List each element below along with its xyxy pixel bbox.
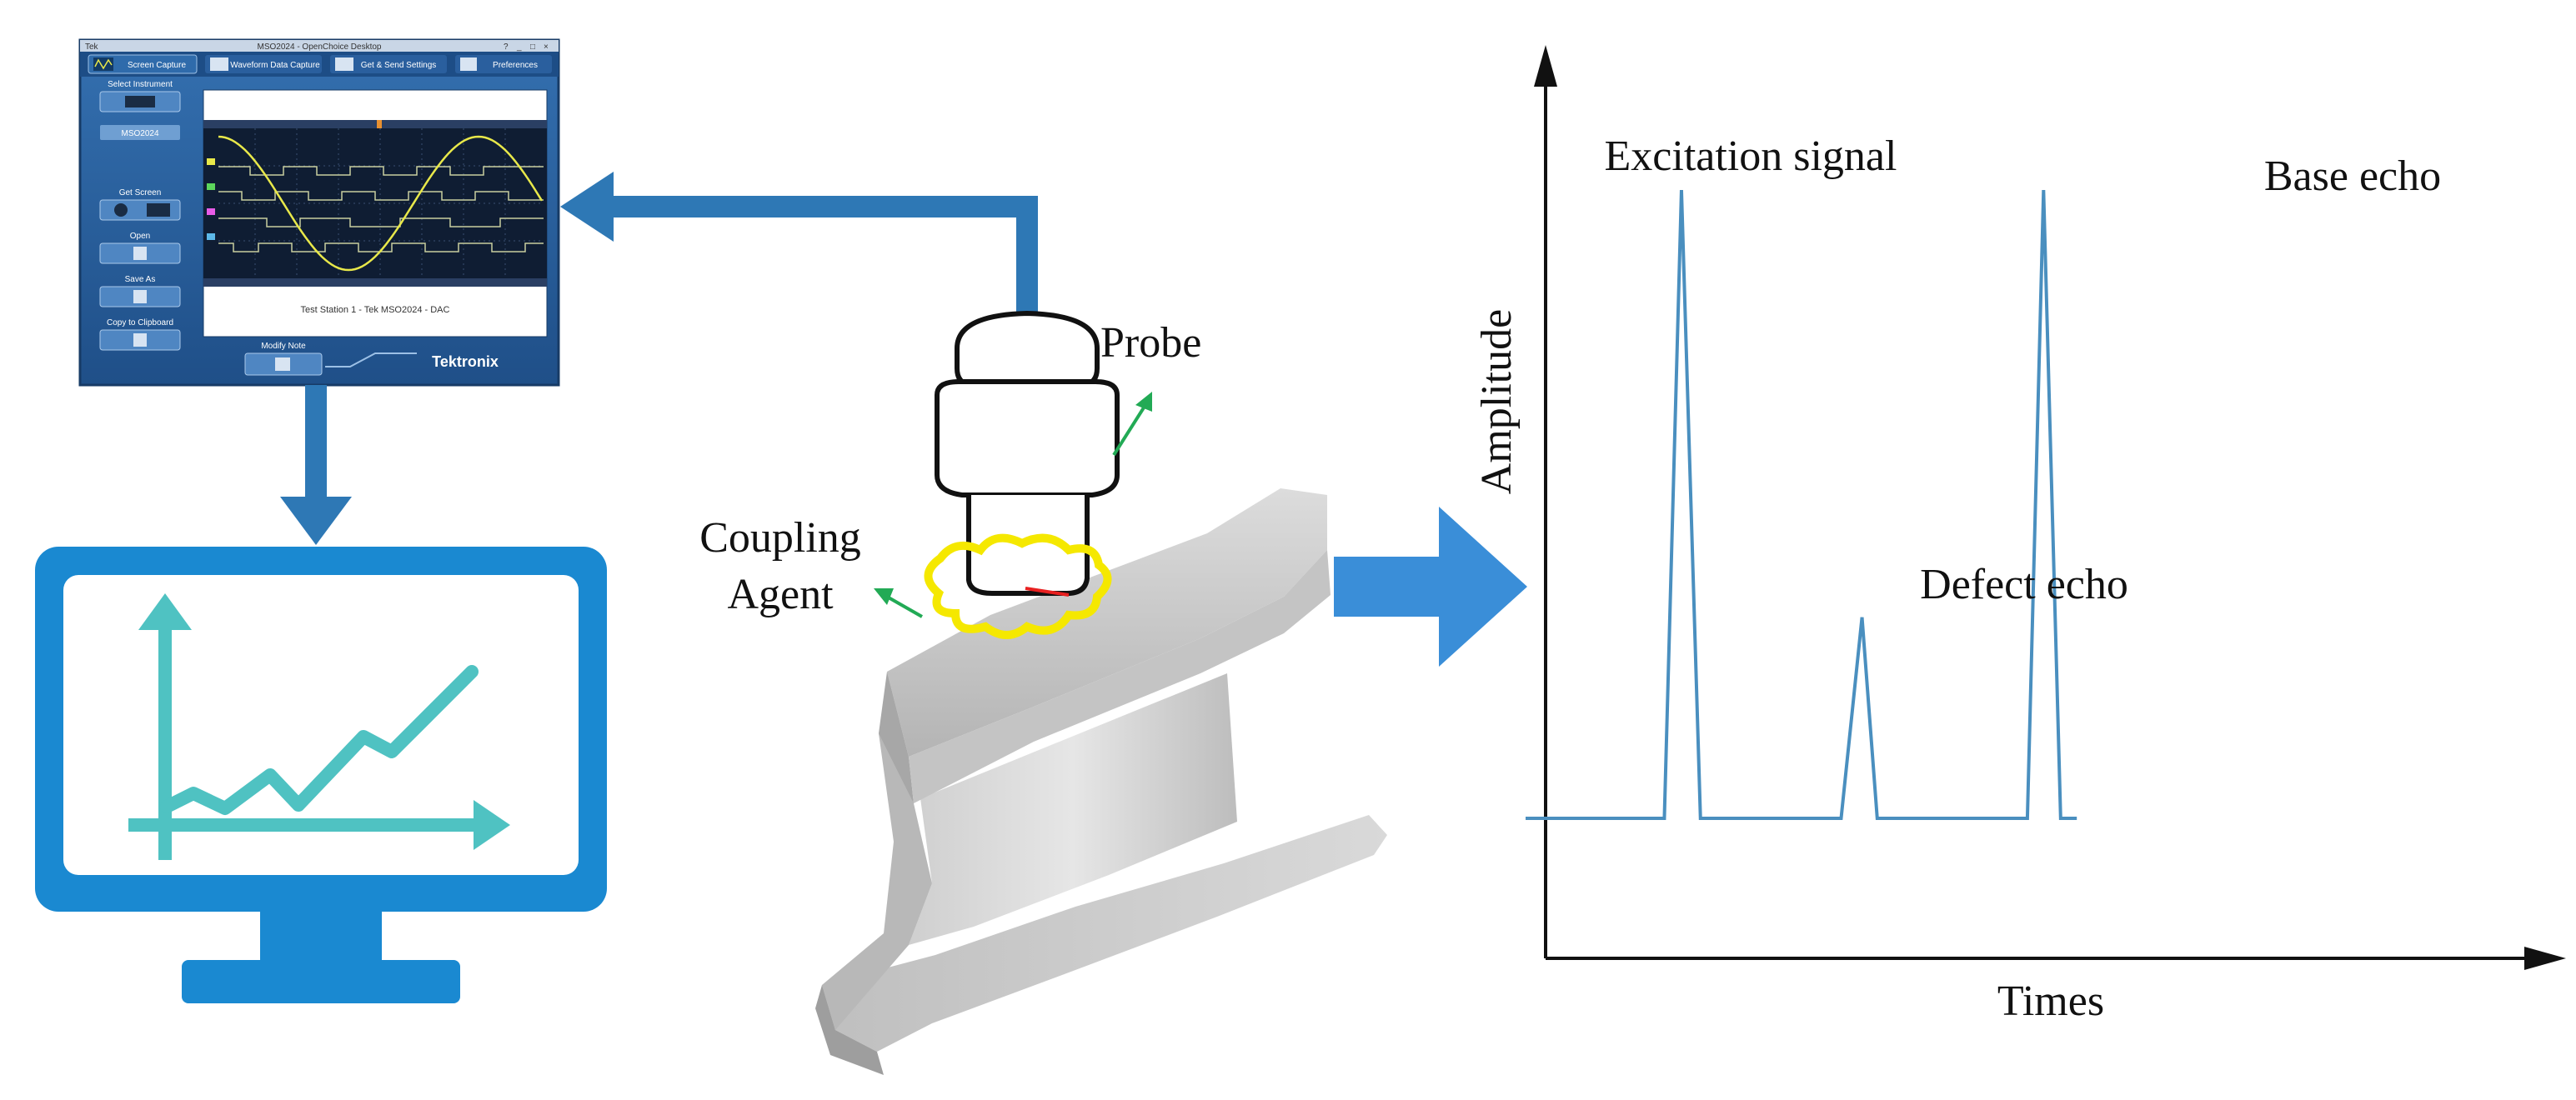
scope-to-pc-arrow-shaft — [305, 385, 327, 497]
tab-screen-capture[interactable]: Screen Capture — [88, 54, 198, 74]
y-axis-arrowhead — [1534, 45, 1557, 87]
tab-label: Screen Capture — [128, 61, 186, 70]
get-screen-label: Get Screen — [119, 188, 162, 198]
modify-note-label: Modify Note — [261, 342, 306, 351]
trigger-marker — [377, 120, 382, 128]
decorative-line — [325, 352, 417, 368]
probe-to-scope-arrowhead — [560, 172, 614, 242]
chart-icon-x-arrow — [474, 800, 510, 850]
window-title-bar — [80, 40, 559, 52]
get-screen-button[interactable] — [99, 199, 181, 221]
process-arrow — [1334, 507, 1527, 667]
note-icon — [275, 358, 290, 371]
channel-marker — [207, 208, 215, 215]
window-title-left: Tek — [85, 42, 99, 52]
minimize-button[interactable]: _ — [516, 42, 522, 52]
tab-label: Get & Send Settings — [361, 61, 437, 70]
tab-waveform-data-capture[interactable]: Waveform Data Capture — [205, 55, 322, 73]
peak-label-1: Defect echo — [1920, 561, 2128, 608]
modify-note-button[interactable]: Modify Note — [244, 342, 323, 376]
folder-icon — [133, 247, 147, 260]
rail-head-top — [887, 488, 1327, 757]
channel-marker — [207, 158, 215, 165]
channel-marker — [207, 233, 215, 240]
x-axis-arrowhead — [2524, 947, 2566, 970]
screen-caption: Test Station 1 - Tek MSO2024 - DAC — [301, 305, 450, 315]
probe-label: Probe — [1100, 319, 1201, 367]
close-button[interactable]: × — [544, 42, 549, 52]
signal-flow-arrows — [280, 172, 1038, 545]
tab-label: Waveform Data Capture — [230, 61, 320, 70]
rail-foot-end — [815, 985, 884, 1075]
rail-end-face — [822, 733, 932, 1030]
copy-clipboard-label: Copy to Clipboard — [107, 318, 173, 328]
copy-to-clipboard-button[interactable] — [99, 329, 181, 351]
scope-status-bar — [203, 120, 547, 128]
probe-pointer-head — [1135, 392, 1152, 412]
open-button[interactable] — [99, 242, 181, 264]
coupling-agent — [924, 533, 1112, 639]
monitor-neck — [260, 912, 382, 963]
select-instrument-label: Select Instrument — [108, 80, 173, 89]
help-button[interactable]: ? — [504, 42, 509, 52]
save-as-button[interactable] — [99, 286, 181, 308]
camera-icon — [114, 203, 128, 217]
label-pointer-arrows — [874, 392, 1152, 618]
computer-monitor — [35, 547, 607, 1003]
table-icon — [210, 58, 228, 71]
rail-foot — [822, 815, 1387, 1052]
coupling-label-line2: Agent — [727, 571, 834, 618]
y-axis-label: Amplitude — [1473, 309, 1521, 494]
ultrasonic-beam-mark — [1025, 587, 1070, 597]
chart-icon-trend-line — [160, 665, 479, 815]
coupling-pointer-head — [874, 588, 894, 605]
scope-readout-bar — [203, 278, 547, 287]
tab-label: Preferences — [493, 61, 538, 70]
probe-pointer-line — [1112, 403, 1147, 457]
x-axis-label: Times — [1997, 978, 2104, 1025]
coupling-label-line1: Coupling — [699, 514, 861, 562]
digital-traces — [218, 166, 544, 252]
signal-series-line — [1526, 189, 2077, 820]
probe-cap — [955, 310, 1100, 388]
rail-web — [909, 673, 1237, 945]
settings-icon — [335, 58, 353, 71]
instrument-icon — [125, 96, 155, 108]
save-icon — [133, 290, 147, 303]
ascan-signal-chart: Amplitude Times Excitation signalDefect … — [1473, 45, 2566, 1025]
maximize-button[interactable]: □ — [530, 42, 535, 52]
open-label: Open — [130, 232, 150, 241]
oscilloscope-software-window: Tek MSO2024 - OpenChoice Desktop ? _ □ ×… — [78, 38, 560, 387]
tektronix-logo: Tektronix — [432, 353, 499, 370]
select-instrument-button[interactable] — [99, 91, 181, 112]
tab-preferences[interactable]: Preferences — [455, 55, 552, 73]
coupling-pointer-line — [886, 595, 923, 618]
rail-head-side — [909, 550, 1331, 803]
scope-grid — [218, 128, 544, 278]
analog-sine-trace — [218, 135, 544, 272]
window-title: MSO2024 - OpenChoice Desktop — [258, 42, 382, 52]
chart-icon-y-arrow — [138, 593, 192, 630]
rail-section — [815, 488, 1387, 1075]
probe-to-scope-arrow-shaft — [607, 196, 1038, 315]
tab-get-send-settings[interactable]: Get & Send Settings — [330, 55, 447, 73]
preferences-icon — [460, 58, 477, 71]
peak-label-2: Base echo — [2264, 152, 2441, 200]
peak-label-0: Excitation signal — [1605, 132, 1897, 180]
trend-chart-icon — [128, 593, 510, 860]
waveform-icon — [147, 203, 170, 217]
instrument-name: MSO2024 — [121, 129, 158, 138]
channel-marker — [207, 183, 215, 190]
scope-to-pc-arrowhead — [280, 497, 352, 545]
probe-body — [935, 379, 1120, 498]
window-controls[interactable]: ? _ □ × — [504, 42, 549, 52]
clipboard-icon — [133, 333, 147, 347]
instrument-name-field — [100, 125, 180, 140]
monitor-stand — [182, 960, 460, 1003]
save-as-label: Save As — [125, 275, 156, 284]
